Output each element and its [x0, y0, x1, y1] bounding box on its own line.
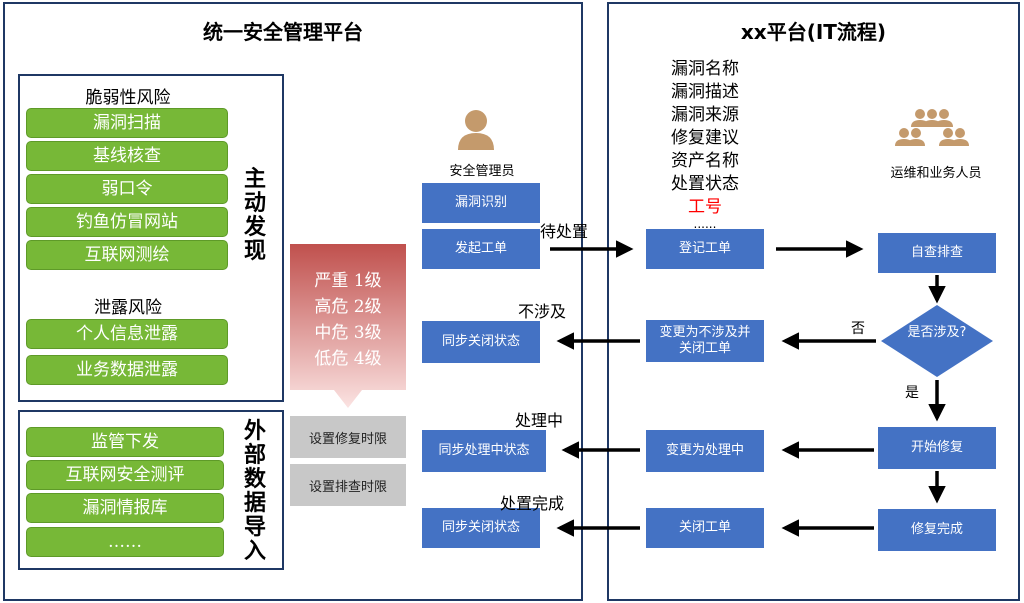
field-more: ......: [693, 217, 717, 231]
admin-label: 安全管理员: [449, 164, 515, 179]
vuln-risk-heading: 脆弱性风险: [85, 88, 171, 108]
field-item: 漏洞描述: [671, 82, 739, 102]
external-item: ……: [26, 527, 224, 557]
leak-risk-heading: 泄露风险: [94, 298, 162, 318]
field-item: 漏洞名称: [671, 59, 739, 79]
set-check-deadline: 设置排查时限: [290, 464, 406, 506]
severity-level: 严重 1级: [314, 271, 382, 291]
fix-done-box: 修复完成: [878, 509, 996, 551]
left-panel-title: 统一安全管理平台: [203, 20, 363, 44]
external-import-box: [18, 410, 284, 570]
severity-level: 中危 3级: [314, 323, 382, 343]
vuln-risk-item: 钓鱼仿冒网站: [26, 207, 228, 237]
edge-label-processing: 处理中: [515, 411, 564, 430]
field-highlight: 工号: [688, 197, 722, 217]
change-processing-box: 变更为处理中: [646, 430, 764, 472]
sync-closed-box: 同步关闭状态: [422, 321, 540, 363]
start-fix-box: 开始修复: [878, 427, 996, 469]
right-panel-title: xx平台(IT流程): [740, 20, 887, 44]
leak-risk-item: 个人信息泄露: [26, 319, 228, 349]
leak-risk-item: 业务数据泄露: [26, 355, 228, 385]
vuln-risk-item: 互联网测绘: [26, 240, 228, 270]
field-item: 漏洞来源: [671, 105, 739, 125]
active-discovery-box: [18, 74, 284, 402]
set-fix-deadline: 设置修复时限: [290, 416, 406, 458]
unified-security-platform-panel: [3, 2, 583, 601]
it-platform-panel: [607, 2, 1020, 601]
external-item: 互联网安全测评: [26, 460, 224, 490]
field-item: 资产名称: [671, 151, 739, 171]
sync-processing-box: 同步处理中状态: [422, 430, 546, 472]
vuln-risk-item: 漏洞扫描: [26, 108, 228, 138]
field-item: 修复建议: [671, 128, 739, 148]
self-check-box: 自查排查: [878, 233, 996, 273]
field-list: 漏洞名称 漏洞描述 漏洞来源 修复建议 资产名称 处置状态 工号: [640, 58, 770, 219]
field-item: 处置状态: [671, 174, 739, 194]
severity-level: 高危 2级: [314, 297, 382, 317]
external-item: 监管下发: [26, 427, 224, 457]
severity-level: 低危 4级: [314, 349, 382, 369]
vuln-risk-item: 弱口令: [26, 174, 228, 204]
edge-label-yes: 是: [905, 385, 919, 401]
edge-label-done: 处置完成: [500, 494, 565, 513]
close-ticket-box: 关闭工单: [646, 508, 764, 548]
decision-label: 是否涉及?: [907, 325, 967, 340]
change-not-involved-box: 变更为不涉及并关闭工单: [646, 320, 764, 362]
edge-label-no: 否: [851, 321, 865, 337]
external-item: 漏洞情报库: [26, 493, 224, 523]
sync-closed-box: 同步关闭状态: [422, 508, 540, 548]
ops-staff-label: 运维和业务人员: [890, 166, 982, 181]
register-ticket-box: 登记工单: [646, 229, 764, 269]
active-discovery-label: 主动发现: [243, 167, 266, 264]
edge-label-not-involved: 不涉及: [518, 302, 567, 321]
external-import-label: 外部数据导入: [243, 419, 266, 564]
vuln-risk-item: 基线核查: [26, 141, 228, 171]
edge-label-pending: 待处置: [540, 222, 589, 241]
identify-vuln-box: 漏洞识别: [422, 183, 540, 223]
create-ticket-box: 发起工单: [422, 229, 540, 269]
